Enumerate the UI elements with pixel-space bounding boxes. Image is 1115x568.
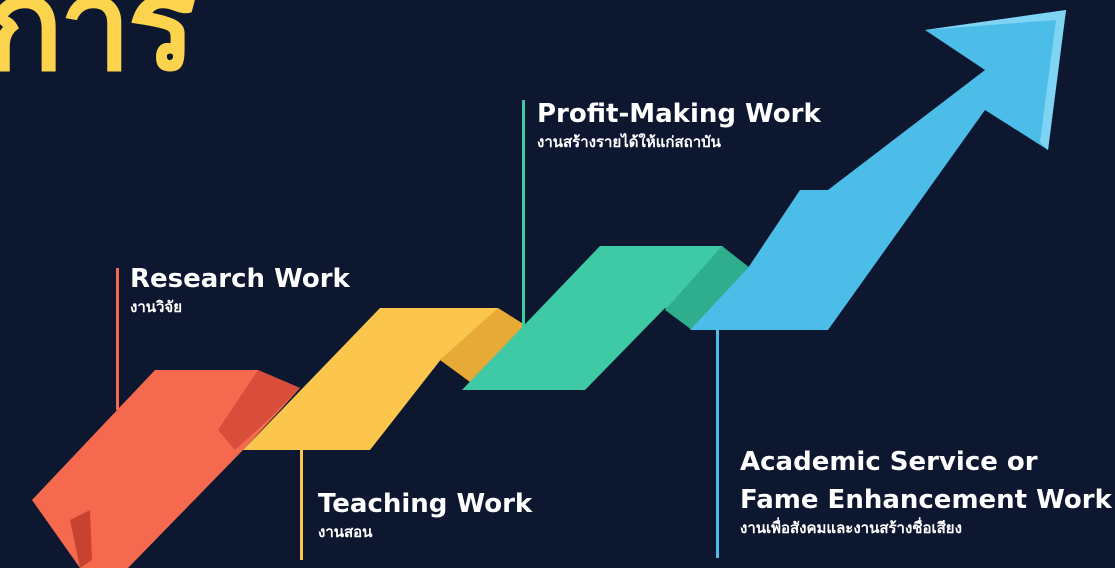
research-ribbon-fold	[218, 370, 300, 450]
research-subtitle: งานวิจัย	[130, 297, 183, 316]
profit-marker-line	[522, 100, 525, 328]
academic-marker-line	[716, 330, 719, 558]
teaching-title: Teaching Work	[318, 489, 533, 519]
academic-title-line2: Fame Enhancement Work	[740, 484, 1112, 515]
teaching-subtitle: งานสอน	[318, 522, 373, 541]
research-title: Research Work	[130, 264, 350, 294]
research-ribbon-tail	[70, 510, 92, 568]
research-label: Research Work งานวิจัย	[130, 264, 350, 317]
profit-label: Profit-Making Work งานสร้างรายได้ให้แก่ส…	[537, 99, 821, 152]
profit-subtitle: งานสร้างรายได้ให้แก่สถาบัน	[537, 132, 721, 151]
page-title: การ	[0, 0, 196, 100]
academic-arrow	[690, 10, 1066, 330]
research-marker-line	[116, 268, 119, 410]
profit-ribbon	[462, 246, 748, 390]
teaching-label: Teaching Work งานสอน	[318, 489, 533, 542]
academic-label: Academic Service or Fame Enhancement Wor…	[740, 447, 1112, 538]
profit-ribbon-fold	[665, 246, 750, 330]
teaching-ribbon-fold	[440, 308, 525, 382]
teaching-marker-line	[300, 450, 303, 560]
teaching-ribbon	[243, 308, 522, 450]
academic-subtitle: งานเพื่อสังคมและงานสร้างชื่อเสียง	[740, 518, 962, 537]
profit-title: Profit-Making Work	[537, 99, 821, 129]
academic-title-line1: Academic Service or	[740, 447, 1038, 477]
